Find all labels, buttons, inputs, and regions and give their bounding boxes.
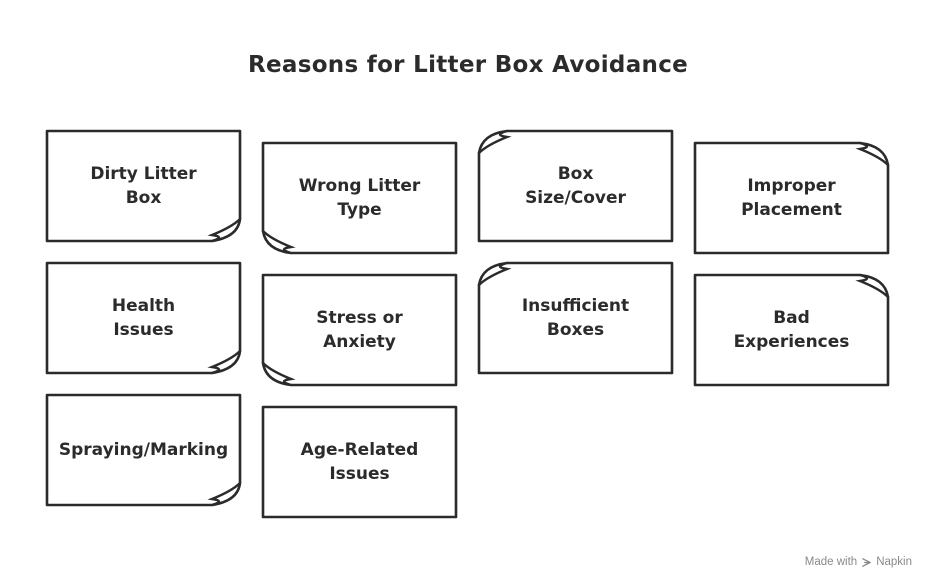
card-label: Spraying/Marking: [58, 440, 229, 460]
page-curl: [855, 141, 890, 167]
reason-card: [261, 141, 458, 255]
reason-card: [477, 261, 674, 375]
card-label: Health Issues: [111, 296, 176, 340]
card-label: Box Size/Cover: [525, 164, 626, 208]
card-label: Improper Placement: [741, 176, 842, 220]
card-outline: [477, 129, 674, 243]
page-curl: [261, 361, 296, 387]
card-label: Stress or Anxiety: [316, 308, 403, 352]
reason-card: [45, 261, 242, 375]
page-curl: [207, 217, 242, 243]
card-outline: [477, 261, 674, 375]
card-label: Wrong Litter Type: [298, 176, 421, 220]
diagram-title: Reasons for Litter Box Avoidance: [247, 52, 689, 78]
footer-credit: Made with Napkin: [805, 556, 912, 568]
reason-card: [45, 129, 242, 243]
page-curl: [207, 481, 242, 507]
card-label: Bad Experiences: [733, 308, 850, 352]
card-outline: [261, 405, 458, 519]
reason-card: [261, 273, 458, 387]
card-label: Dirty Litter Box: [90, 164, 197, 208]
footer-prefix: Made with: [804, 556, 858, 568]
page-curl: [261, 229, 296, 255]
page-curl: [477, 129, 512, 155]
reason-card: [693, 141, 890, 255]
napkin-logo-icon: [862, 557, 871, 567]
card-label: Age-Related Issues: [300, 440, 419, 484]
reason-card: [693, 273, 890, 387]
reason-card: [477, 129, 674, 243]
reason-card: [261, 405, 458, 519]
page-curl: [855, 273, 890, 299]
card-label: Insufficient Boxes: [521, 296, 630, 340]
page-curl: [477, 261, 512, 287]
page-curl: [207, 349, 242, 375]
reason-card: [45, 393, 242, 507]
footer-brand: Napkin: [876, 556, 912, 568]
